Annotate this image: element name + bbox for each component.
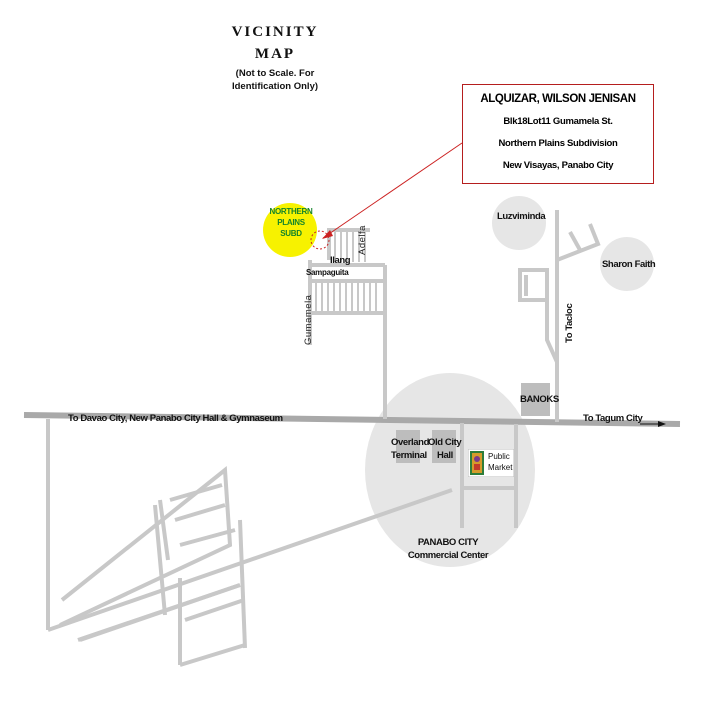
banoks-building bbox=[521, 383, 550, 416]
southwest-roads bbox=[46, 419, 453, 667]
subdivision-lots bbox=[315, 232, 377, 311]
place-luzviminda: Luzviminda bbox=[497, 211, 546, 222]
subdivision-streets bbox=[308, 228, 387, 419]
scale-note-line1: (Not to Scale. For bbox=[235, 68, 315, 79]
to-tacloc-road bbox=[518, 210, 601, 422]
street-to-tacloc: To Tacloc bbox=[564, 303, 575, 343]
subd-label-line2: PLAINS bbox=[277, 218, 305, 227]
old-city-hall-building bbox=[432, 430, 456, 463]
place-old-city-hall-line2: Hall bbox=[437, 450, 453, 461]
place-old-city-hall-line1: Old City bbox=[428, 437, 462, 448]
street-adelfa: Adelfa bbox=[357, 225, 368, 255]
subd-label-line3: SUBD bbox=[280, 229, 302, 238]
place-sharon-faith: Sharon Faith bbox=[602, 259, 656, 270]
map-title-line1: VICINITY bbox=[231, 24, 319, 40]
address-line2: Northern Plains Subdivision bbox=[498, 138, 618, 149]
place-public-market-line2: Market bbox=[488, 463, 513, 472]
northern-plains-subd-label: NORTHERN PLAINS SUBD bbox=[262, 206, 320, 239]
address-line3: New Visayas, Panabo City bbox=[502, 160, 614, 171]
street-sampaguita: Sampaguita bbox=[306, 268, 349, 277]
place-overland-line2: Terminal bbox=[391, 450, 427, 461]
main-highway bbox=[23, 412, 681, 427]
sharon-faith-area bbox=[600, 237, 654, 291]
subd-label-line1: NORTHERN bbox=[269, 207, 313, 216]
road-to-davao: To Davao City, New Panabo City Hall & Gy… bbox=[68, 413, 283, 424]
place-public-market-line1: Public bbox=[488, 452, 510, 461]
to-tagum-arrowhead bbox=[658, 421, 666, 427]
location-marker bbox=[310, 230, 330, 250]
scale-note-line2: Identification Only) bbox=[231, 81, 319, 92]
address-line1: Blk18Lot11 Gumamela St. bbox=[503, 116, 613, 127]
public-market-icon bbox=[468, 449, 514, 477]
northern-plains-subd-circle bbox=[263, 203, 317, 257]
road-to-tagum: To Tagum City bbox=[583, 413, 643, 424]
luzviminda-area bbox=[492, 196, 546, 250]
commercial-center-line2: Commercial Center bbox=[407, 550, 489, 561]
address-pointer-arrowhead bbox=[322, 230, 333, 239]
place-overland-line1: Overland bbox=[391, 437, 429, 448]
commercial-roads bbox=[460, 423, 518, 528]
street-ilang: Ilang bbox=[330, 255, 351, 266]
map-title-line2: MAP bbox=[254, 46, 296, 62]
place-banoks: BANOKS bbox=[520, 394, 559, 405]
address-box: ALQUIZAR, WILSON JENISAN Blk18Lot11 Guma… bbox=[462, 84, 654, 184]
owner-name: ALQUIZAR, WILSON JENISAN bbox=[480, 93, 636, 105]
commercial-center-line1: PANABO CITY bbox=[417, 537, 479, 548]
address-pointer-line bbox=[322, 142, 463, 239]
street-gumamela: Gumamela bbox=[303, 294, 314, 345]
overland-terminal-building bbox=[396, 430, 420, 463]
